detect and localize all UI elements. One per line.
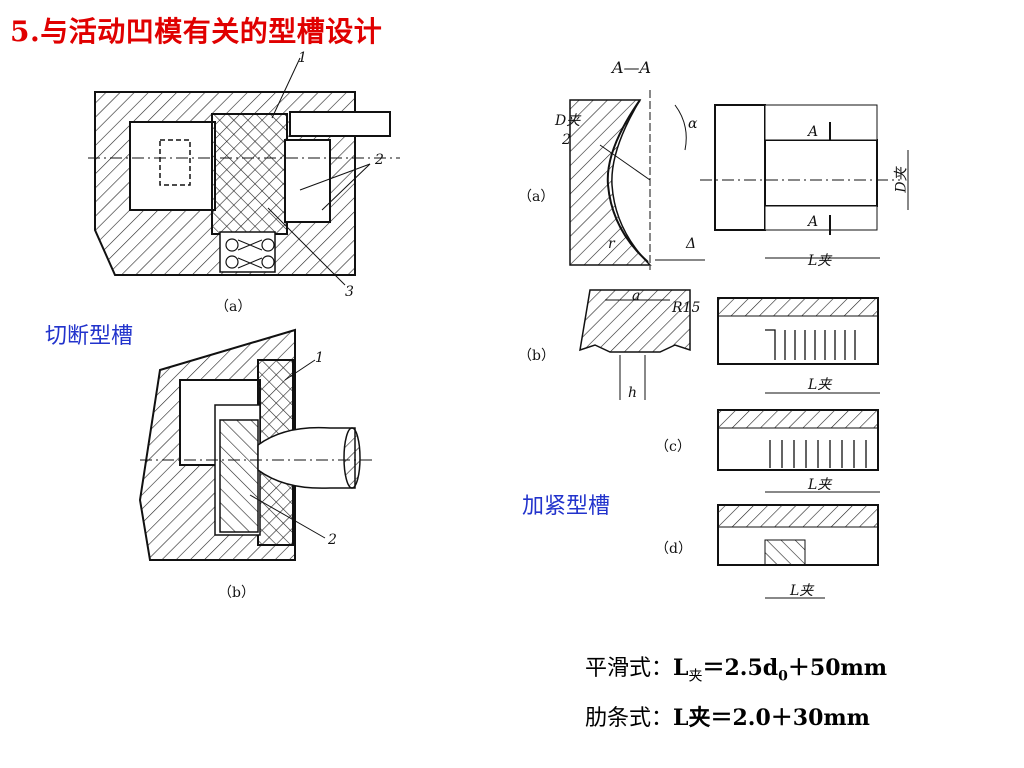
l-clamp-b: L夹	[808, 377, 832, 393]
d-denominator: 2	[562, 132, 571, 148]
figure-left-b	[138, 328, 375, 561]
figure-right-c	[717, 409, 880, 493]
l-clamp-c: L夹	[808, 477, 832, 493]
callout-a-1: 1	[298, 50, 307, 66]
delta-label: Δ	[686, 236, 697, 252]
formula-rib-rest: L夹＝2.0＋30mm	[673, 705, 870, 731]
figure-right-d	[717, 504, 879, 599]
callout-a-2: 2	[375, 152, 384, 168]
a-mark-bottom: A	[808, 214, 819, 230]
caption-right-b: （b）	[518, 348, 555, 364]
callout-b-1: 1	[315, 350, 324, 366]
figure-right-b	[579, 289, 880, 400]
l-clamp-d: L夹	[790, 583, 814, 599]
formula-smooth-l: L	[673, 655, 689, 681]
formula-smooth-tail: ＋50mm	[787, 655, 888, 681]
caption-right-a: （a）	[518, 189, 555, 205]
formula-smooth: 平滑式：L夹＝2.5d0＋50mm	[585, 650, 887, 685]
formula-smooth-prefix: 平滑式：	[585, 656, 674, 681]
caption-left-b: （b）	[218, 585, 255, 601]
l-clamp-a: L夹	[808, 253, 832, 269]
figure-left-a	[88, 57, 400, 286]
caption-right-c: （c）	[655, 439, 691, 455]
r15-label: R15	[672, 300, 701, 316]
figure-right-clamp-a	[700, 104, 909, 259]
callout-b-2: 2	[328, 532, 337, 548]
caption-left-a: （a）	[215, 299, 252, 315]
callout-a-3: 3	[345, 284, 354, 300]
d-clamp-label: D夹	[893, 167, 910, 193]
caption-right-d: （d）	[655, 541, 692, 557]
r-label: r	[608, 236, 615, 252]
formula-smooth-sub0: 0	[778, 668, 788, 685]
alpha-label: α	[688, 116, 698, 132]
d-label: D夹	[555, 113, 581, 129]
section-title: A—A	[612, 58, 652, 77]
formula-rib: 肋条式：L夹＝2.0＋30mm	[585, 700, 870, 732]
figure-right-aa	[569, 90, 705, 270]
formula-rib-prefix: 肋条式：	[585, 706, 674, 731]
a-mark-top: A	[808, 124, 819, 140]
formula-smooth-sub: 夹	[688, 668, 703, 685]
cut-groove-label: 切断型槽	[45, 324, 134, 349]
page-title: 5.与活动凹模有关的型槽设计	[10, 15, 383, 48]
a-dimension: a	[632, 288, 641, 304]
clamp-groove-label: 加紧型槽	[522, 494, 611, 519]
h-label: h	[628, 385, 638, 401]
formula-smooth-rest: ＝2.5d	[702, 655, 779, 681]
